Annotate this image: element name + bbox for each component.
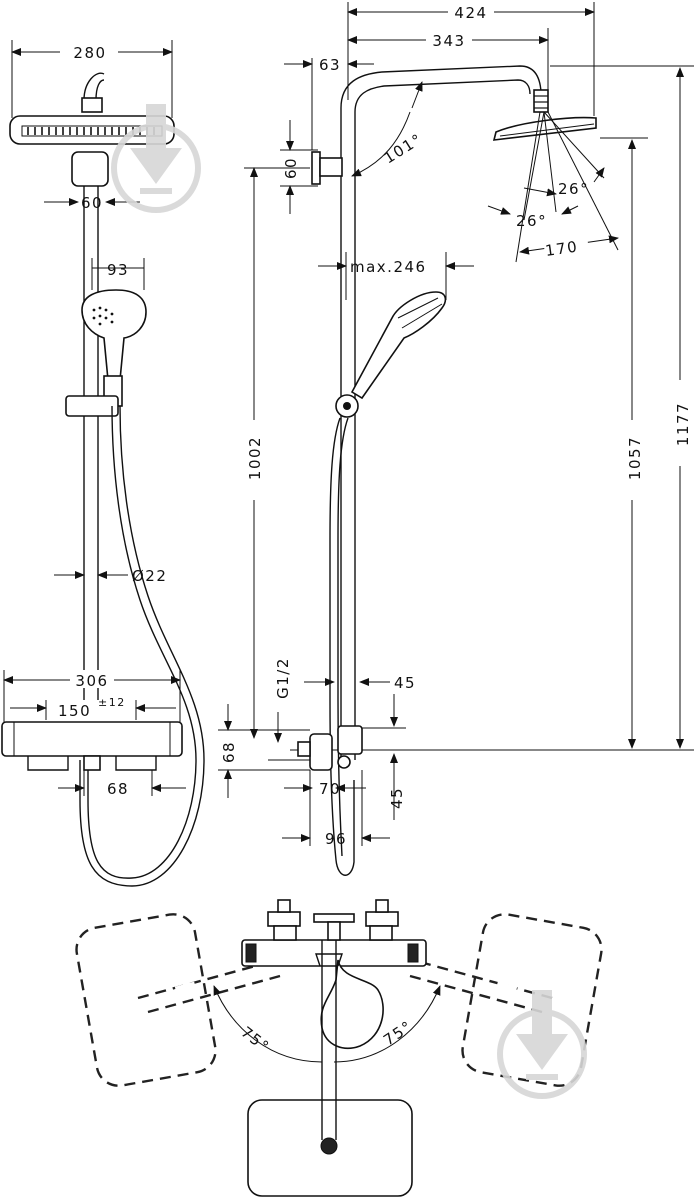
- dim-total-height: 1177: [674, 402, 692, 446]
- swivel-outline-left: [75, 913, 217, 1087]
- front-view: 280 60 93: [1, 40, 205, 887]
- dim-holder-width: 60: [81, 194, 103, 212]
- dim-arm-angle: 101°: [381, 130, 426, 168]
- dim-inlet-tolerance: ±12: [98, 696, 126, 709]
- side-view: 424 343 63 60 101°: [218, 2, 694, 876]
- dim-arm-reach-total: 424: [454, 4, 487, 22]
- thermostat-top: [241, 939, 427, 967]
- dim-arm-reach: 343: [432, 32, 465, 50]
- dim-thermostat-width: 306: [75, 672, 108, 690]
- dim-swivel-right: 75°: [380, 1017, 416, 1049]
- dim-mixer-offset-top: 45: [394, 674, 416, 692]
- thermostat-side: [309, 733, 333, 771]
- dim-mixer-depth: 70: [319, 780, 341, 798]
- dim-mixer-offset-bottom: 45: [388, 787, 406, 809]
- dim-spray-width: 170: [544, 238, 579, 260]
- dim-handshower-max: max.246: [350, 258, 427, 276]
- dim-spray-angle-left: 26°: [516, 212, 547, 230]
- dim-connection-thread: G1/2: [274, 657, 292, 699]
- arrow-down-watermark-icon: [497, 990, 587, 1099]
- handshower-side: [350, 291, 447, 400]
- dim-inlet-spacing: 150: [58, 702, 91, 720]
- handshower-front: [81, 289, 147, 381]
- dim-head-width: 280: [73, 44, 106, 62]
- thermostat-front: [1, 721, 183, 757]
- dim-swivel-left: 75°: [238, 1023, 274, 1056]
- riser-with-arm: [340, 65, 542, 760]
- overhead-shower-side: [492, 116, 597, 141]
- dim-mixer-depth-total: 96: [325, 830, 347, 848]
- dim-outlet-spacing: 68: [107, 780, 129, 798]
- dim-mixer-height: 68: [220, 741, 238, 763]
- top-view: 75° 75°: [75, 899, 603, 1197]
- arrow-down-watermark-icon: [111, 104, 201, 213]
- dim-bracket-to-mixer: 1002: [246, 436, 264, 480]
- dim-spray-angle-right: 26°: [558, 180, 589, 198]
- dim-head-height: 1057: [626, 436, 644, 480]
- dim-wall-offset: 63: [319, 56, 341, 74]
- swivel-outline-right: [461, 913, 603, 1087]
- dim-handshower-width: 93: [107, 261, 129, 279]
- dim-pipe-diameter: Ø22: [132, 567, 167, 585]
